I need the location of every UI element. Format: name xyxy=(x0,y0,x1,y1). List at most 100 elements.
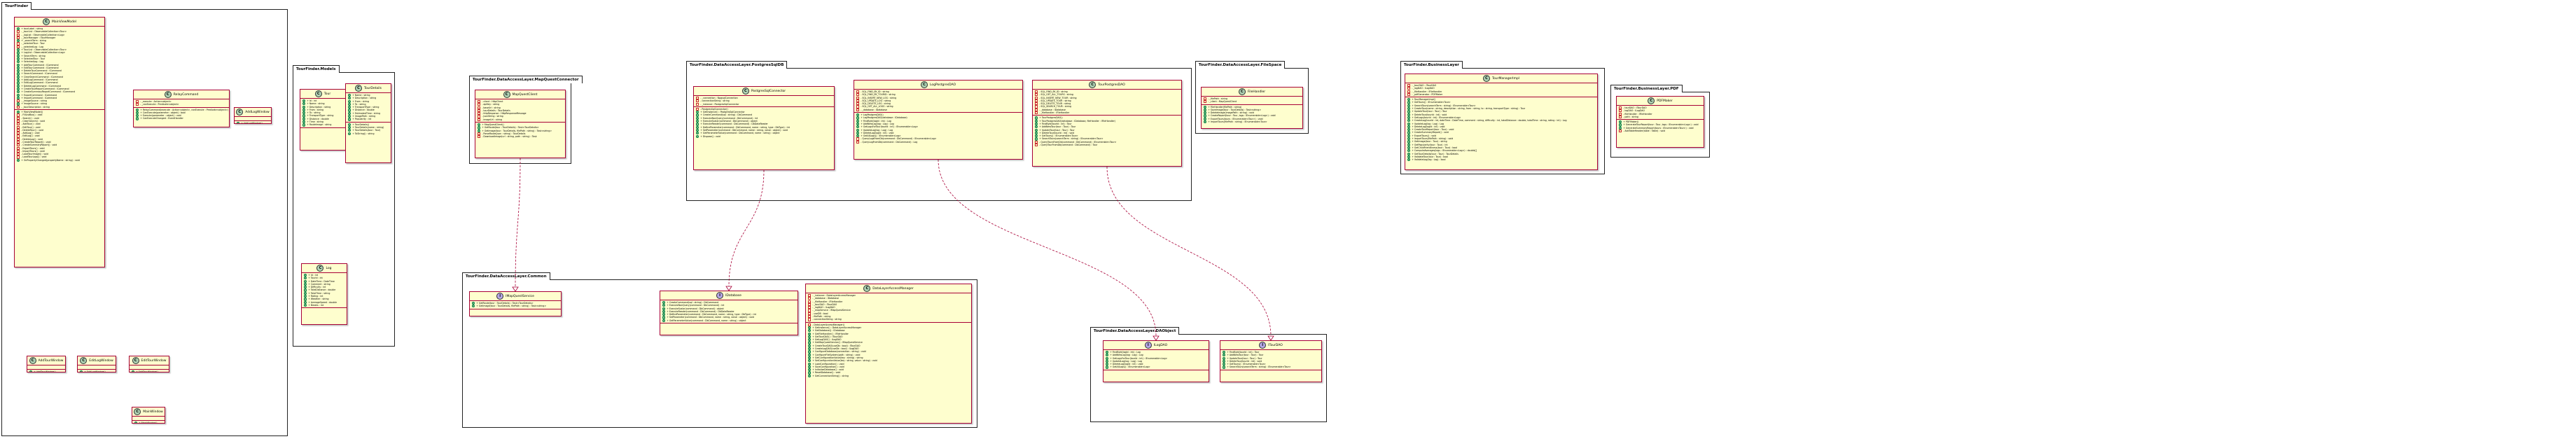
fields-section: - _instance : DataLayerAccessManager- _d… xyxy=(806,293,971,323)
class-field: + CreateSummaryReportCommand : ICommand xyxy=(17,90,102,93)
class-field: - SQL_INSERT_NEW_TOUR : string xyxy=(1035,97,1179,99)
methods-section xyxy=(302,308,347,312)
class-field: + Id : int xyxy=(302,99,343,102)
class-field: + GetAllLogs() : IEnumerable<Log> xyxy=(1106,365,1206,369)
package-label: TourFinder.BusinessLayer xyxy=(1400,61,1463,69)
class-stereotype-icon: C xyxy=(29,357,36,364)
class-name: Tour xyxy=(323,92,331,96)
class-field: + Time : string xyxy=(302,120,343,123)
class-field: - _logList : ObservableCollection<Log> xyxy=(17,34,102,36)
class-method: + AddLogWindow() xyxy=(237,122,269,123)
realization-edge xyxy=(515,158,521,288)
class-field: + AddNewTour(tour : Tour) : Tour xyxy=(1223,354,1319,356)
class-field: - SQL_FIND_BY_ID : string xyxy=(1035,90,1179,93)
class-method: - DownloadImage(url : string, path : str… xyxy=(478,135,563,138)
class-field: + TotalDistance : double xyxy=(304,288,344,292)
class-field: + CreateCommand(sql : string) : DbComman… xyxy=(662,301,795,304)
class-field: - _execute : Action<object> xyxy=(136,100,227,103)
class-field: + UpdateLog(log : Log) : Log xyxy=(1106,360,1206,363)
methods-section xyxy=(1103,370,1209,374)
class-field: + DeleteLogCommand : ICommand xyxy=(17,85,102,88)
class-field: - _tourDescription : string xyxy=(17,106,102,109)
class-field: + GetImage(tour : TourDetails, filePath … xyxy=(472,305,559,307)
class-name: MapQuestClient xyxy=(512,92,538,97)
class-method: + UpdateLog(log : Log) : Log xyxy=(1407,123,1595,125)
class-field: + DeleteLog(logId : int) : void xyxy=(1106,363,1206,365)
class-field: + UpdateTour(tour : Tour) : Tour xyxy=(1223,357,1319,360)
class-field: - SQL_INSERT_NEW_LOG : string xyxy=(856,97,1020,99)
class-field: + FindById(tourId : int) : Tour xyxy=(1223,351,1319,354)
fields-section: + GetRoute(tour : TourDetails) : Task<To… xyxy=(470,301,561,309)
class-method: - AddLog() : void xyxy=(17,132,102,134)
class-method: + ImportTours(filePath : string) : IEnum… xyxy=(1204,120,1300,123)
class-method: - EditTour() : void xyxy=(17,126,102,129)
methods-section: + MainWindow() xyxy=(132,421,165,423)
class-field: + FindById(logId : int) : Log xyxy=(1106,351,1206,354)
class-method: - CreateSummaryReport() : void xyxy=(17,144,102,146)
class-method: - ClearSearch() : void xyxy=(17,120,102,123)
fields-section xyxy=(132,417,165,421)
methods-section: + TourDetails()+ TourDetails(name : stri… xyxy=(346,123,391,136)
class-method: + GetInstance() : DataLayerAccessManager xyxy=(808,326,969,329)
methods-section xyxy=(300,128,345,132)
class-stereotype-icon: C xyxy=(863,285,871,292)
class-method: + LogPostgresDAO() xyxy=(856,113,1020,116)
class-field: + Weather : string xyxy=(304,298,344,300)
class-field: + Name : string xyxy=(348,94,389,97)
class-method: + GetTours() : IEnumerable<Tour> xyxy=(1407,101,1595,104)
class-field: + SetParameter(command : DbCommand, name… xyxy=(662,316,795,319)
interface-stereotype-icon: I xyxy=(496,293,504,300)
class-method: + CreateCommand(sql : string) : DbComman… xyxy=(696,113,832,117)
realization-arrowhead xyxy=(725,286,732,291)
class-field: + ExecuteScalar(command : DbCommand) : o… xyxy=(662,307,795,310)
class-method: - DataLayerAccessManager() xyxy=(808,323,969,326)
class-field: - imageUrl : string xyxy=(478,118,563,121)
class-field: + ImportCommand : ICommand xyxy=(17,97,102,99)
class-method: - EditLog() : void xyxy=(17,134,102,137)
class-field: + From : string xyxy=(348,100,389,103)
class-method: - QueryLogFromDb(command : DbCommand) : … xyxy=(856,141,1020,144)
realization-edge xyxy=(1106,166,1272,337)
class-method: + SearchTours(searchTerm : string) : IEn… xyxy=(1407,104,1595,107)
class-method: + CreateTour(name : string, description … xyxy=(1407,107,1595,110)
class-field: + ExportCommand : ICommand xyxy=(17,94,102,97)
class-field: - SQL_DELETE_TOUR : string xyxy=(1035,102,1179,105)
class-field: - _filePath : string xyxy=(1204,97,1300,100)
class-method: + OnPropertyChanged(propertyName : strin… xyxy=(17,159,102,162)
class-method: + GetImage(tour : TourDetails, filePath … xyxy=(478,130,563,132)
fields-section: - _tourDAO : ITourDAO- _logDAO : ILogDAO… xyxy=(1405,83,1597,98)
class-method: + DeleteLog(logId : int) : void xyxy=(1407,125,1595,128)
methods-section: + AddLogWindow() xyxy=(235,121,271,123)
class-name: ITourDAO xyxy=(1268,343,1283,347)
class-method: + MapQuestClient() xyxy=(478,123,563,126)
class-method: - CreateTourReport() : void xyxy=(17,141,102,144)
class-field: + From : string xyxy=(302,109,343,111)
class-field: + Id : int xyxy=(304,274,344,277)
class-field: - _instance : PostgresSqlConnector xyxy=(696,103,832,106)
class-field: + RouteImage : string xyxy=(302,123,343,126)
class-name: AddTourWindow xyxy=(38,358,64,363)
class-field: - _mapService : IMapQuestService xyxy=(808,309,969,312)
class-stereotype-icon: C xyxy=(1238,88,1246,95)
fields-section xyxy=(78,365,116,370)
realization-edge xyxy=(728,169,765,287)
class-method: - ParseRoute(json : string) : TourDetail… xyxy=(478,132,563,135)
class-field: + DefineParameter(command : DbCommand, n… xyxy=(662,313,795,316)
class-method: + GetAllLogs() : IEnumerable<Log> xyxy=(856,134,1020,137)
class-name: LogPostgresDAO xyxy=(929,83,956,87)
class-field: + Description : string xyxy=(348,97,389,99)
class-method: + RelayCommand(execute : Action<object>,… xyxy=(136,109,228,111)
class-field: + Distance : double xyxy=(302,118,343,120)
